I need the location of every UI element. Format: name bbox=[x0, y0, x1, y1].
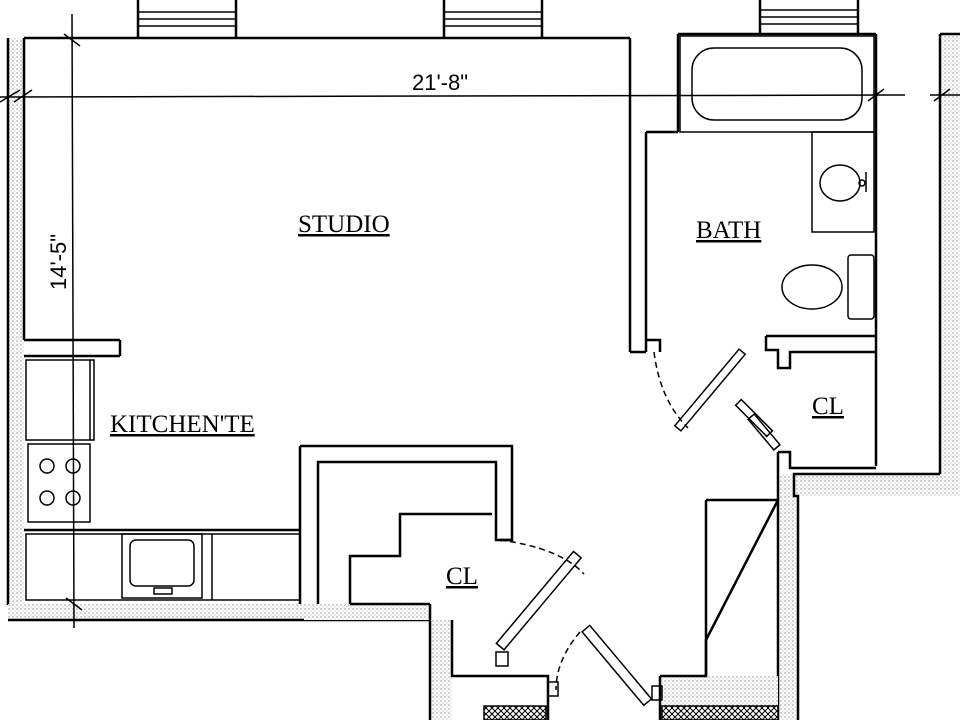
top-wall bbox=[24, 32, 878, 466]
room-label-studio: STUDIO bbox=[298, 211, 390, 238]
bath-closet-walls bbox=[646, 334, 876, 470]
threshold-right bbox=[661, 705, 779, 720]
room-label-kitchenette: KITCHEN'TE bbox=[110, 411, 255, 438]
lower-right-wall-vertical bbox=[778, 496, 798, 720]
left-wall bbox=[8, 38, 24, 604]
bathtub bbox=[679, 35, 875, 133]
sink bbox=[811, 131, 875, 233]
window-2 bbox=[442, 0, 544, 38]
dimension-depth-label: 14'-5" bbox=[46, 234, 71, 290]
counter bbox=[25, 533, 301, 601]
right-wall bbox=[940, 34, 960, 474]
kitchenette-area bbox=[24, 338, 301, 601]
exterior-walls bbox=[6, 32, 960, 720]
stove bbox=[27, 443, 91, 523]
bottom-wall bbox=[8, 604, 304, 620]
room-label-closet-bath: CL bbox=[812, 393, 844, 420]
toilet bbox=[781, 254, 875, 320]
window-1 bbox=[136, 0, 238, 38]
window-3 bbox=[758, 0, 860, 34]
oven bbox=[121, 533, 203, 599]
lower-right-wall bbox=[778, 474, 960, 496]
refrigerator bbox=[25, 359, 95, 441]
room-label-bath: BATH bbox=[696, 217, 761, 244]
dimension-width-label: 21'-8" bbox=[412, 70, 468, 95]
dimension-depth: 14'-5" bbox=[46, 13, 83, 629]
entry-closet bbox=[298, 444, 780, 707]
bottom-center-wall bbox=[304, 604, 430, 620]
entry-wall-left bbox=[430, 620, 452, 720]
dimension-width: 21'-8" bbox=[0, 70, 960, 103]
threshold-left bbox=[483, 705, 547, 720]
room-label-closet-entry: CL bbox=[446, 563, 478, 590]
